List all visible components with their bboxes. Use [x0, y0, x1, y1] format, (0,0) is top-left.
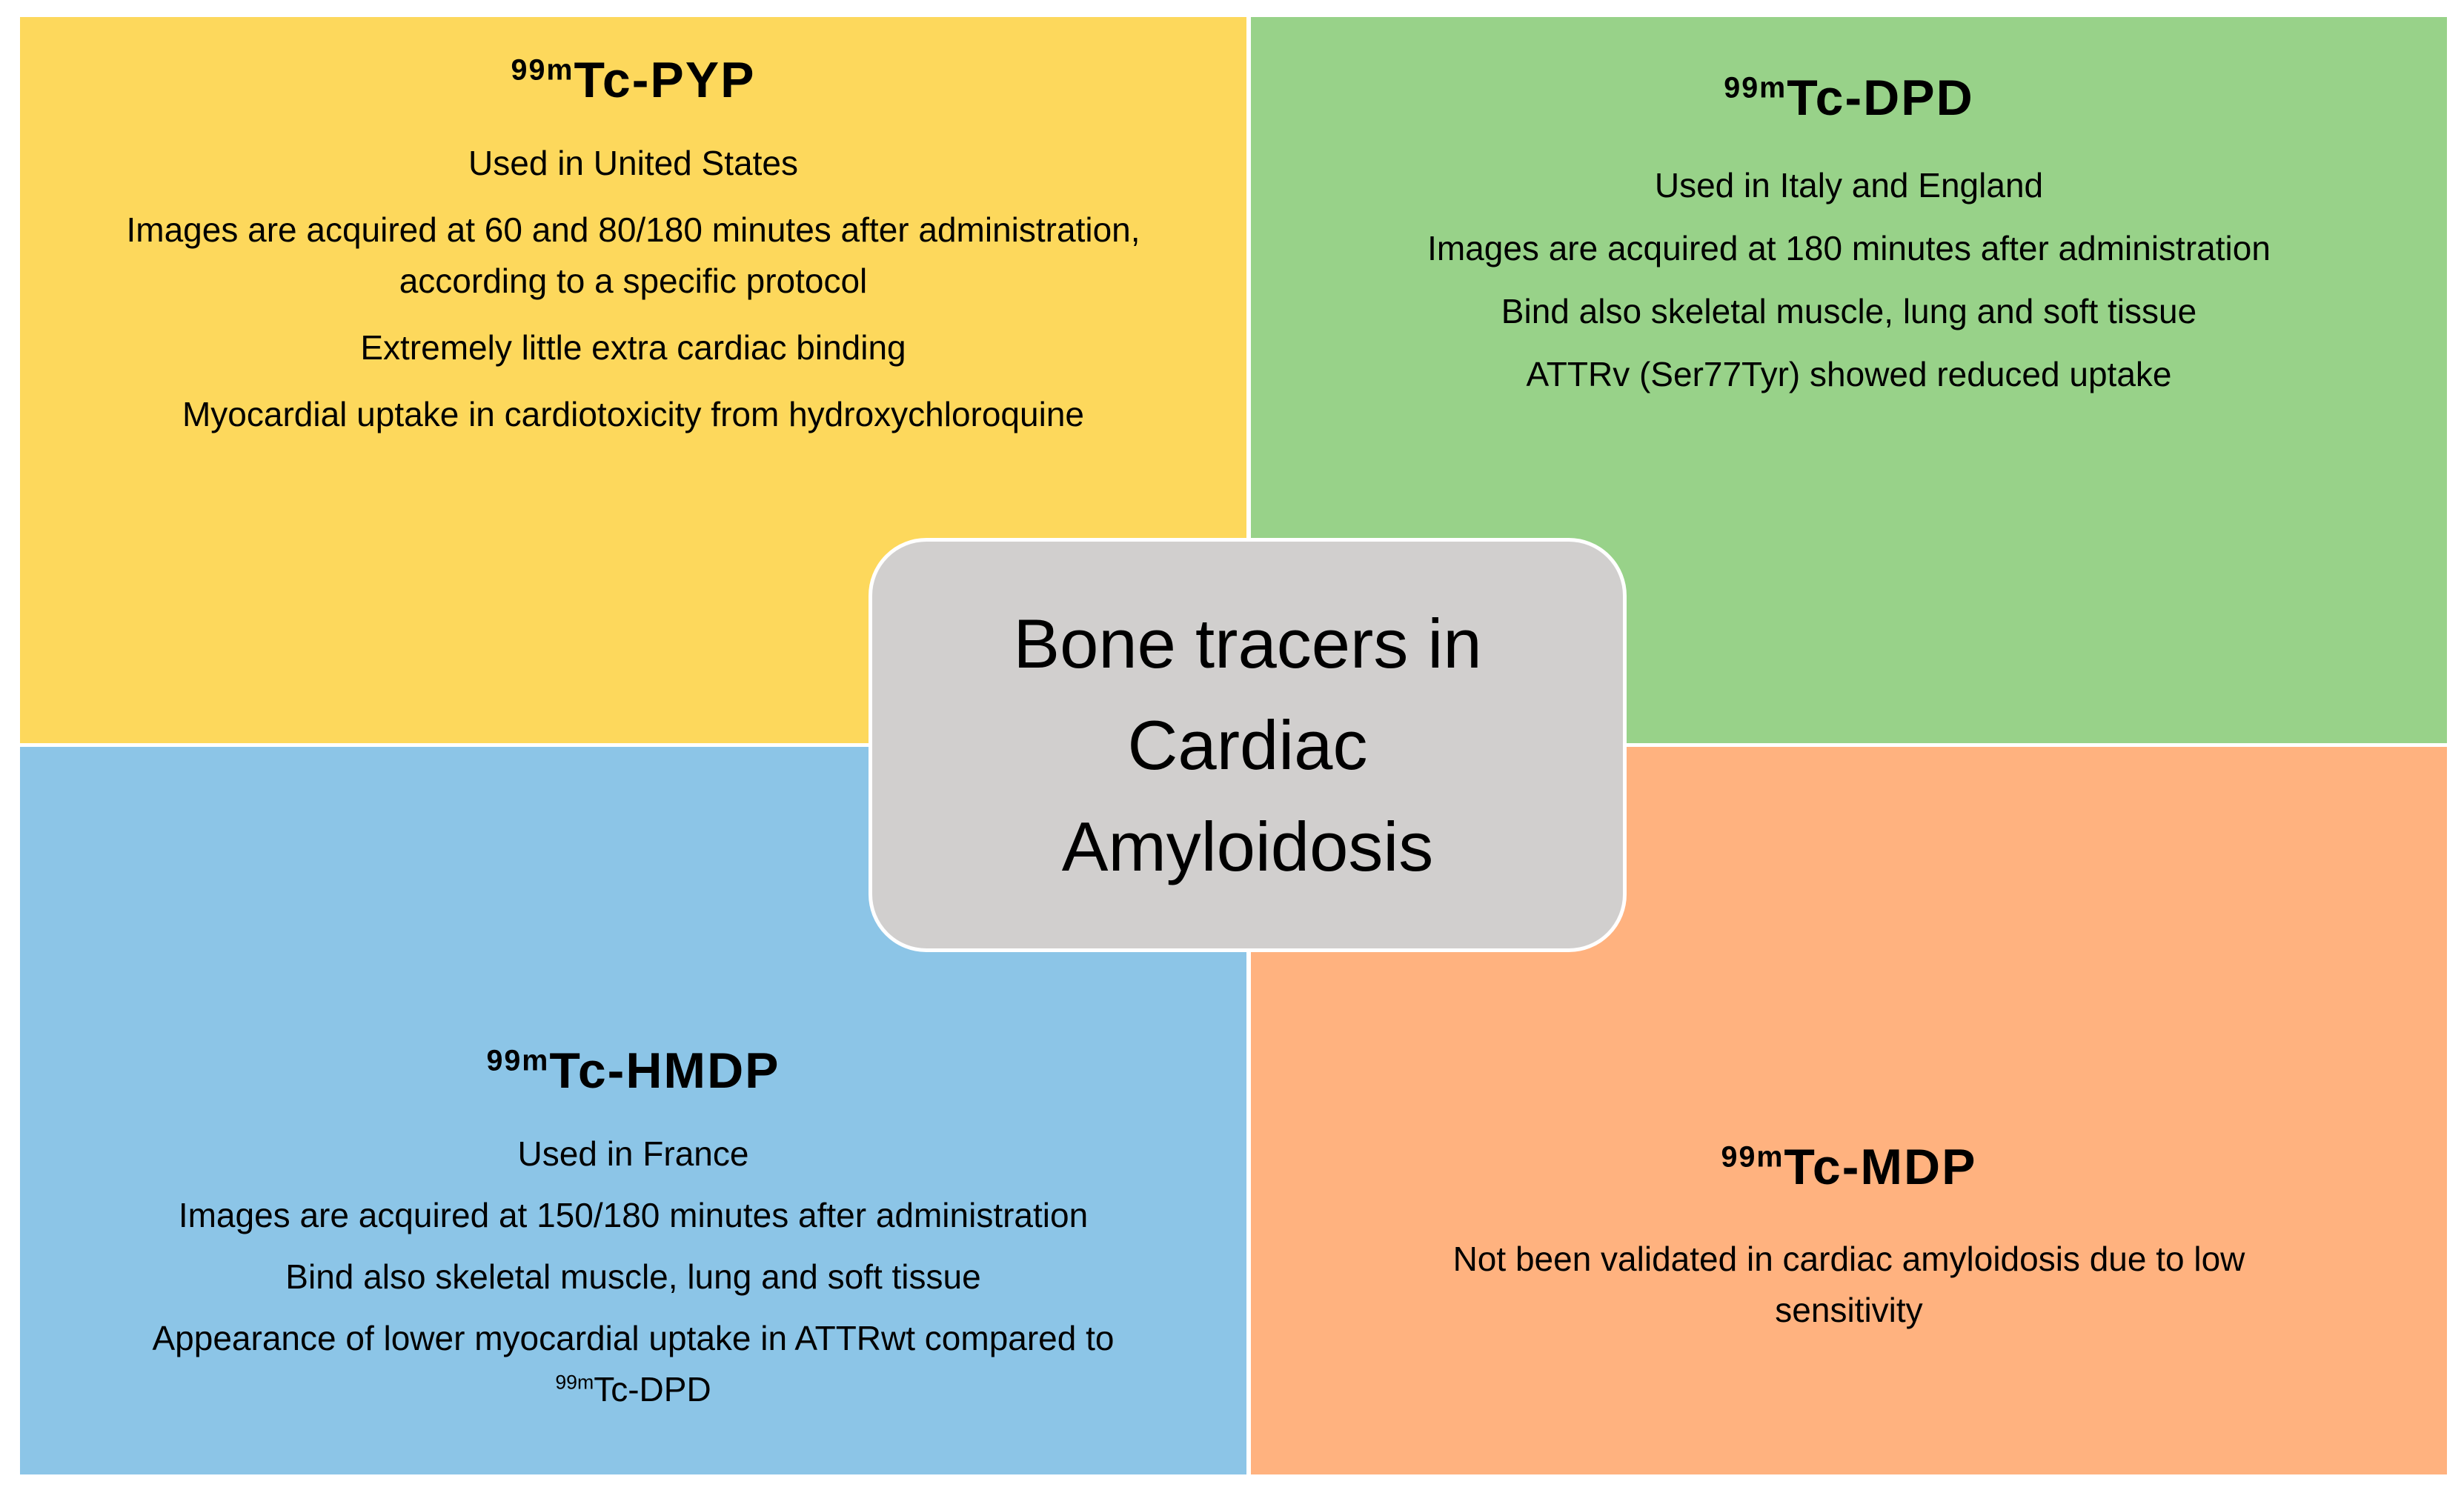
center-title-box: Bone tracers in Cardiac Amyloidosis: [869, 538, 1627, 952]
pyp-usage-line: Used in United States: [468, 144, 798, 182]
quadrant-tc-pyp: 99mTc-PYP Used in United States Images a…: [20, 17, 1246, 743]
quadrant-title-tc-hmdp: 99mTc-HMDP: [42, 1043, 1224, 1099]
quadrant-title-tc-pyp: 99mTc-PYP: [42, 53, 1224, 108]
hmdp-usage-line: Used in France: [517, 1134, 749, 1173]
tracer-name: Tc-PYP: [574, 52, 756, 108]
line-part-2: according to a specific protocol: [399, 262, 868, 300]
pyp-uptake-line: Myocardial uptake in cardiotoxicity from…: [182, 395, 1084, 433]
line-part-1: Images are acquired at 60 and 80/180 min…: [126, 210, 1140, 249]
quadrant-tc-hmdp: 99mTc-HMDP Used in France Images are acq…: [20, 747, 1246, 1474]
isotope-superscript: 99m: [486, 1044, 550, 1077]
quadrant-title-tc-mdp: 99mTc-MDP: [1273, 1140, 2425, 1195]
isotope-superscript: 99m: [1724, 71, 1787, 104]
diagram-title-line-3: Amyloidosis: [1061, 808, 1434, 885]
hmdp-binding-line: Bind also skeletal muscle, lung and soft…: [285, 1257, 981, 1296]
line-part-1: Appearance of lower myocardial uptake in…: [152, 1319, 1115, 1357]
diagram-title-line-1: Bone tracers in: [1013, 605, 1482, 682]
dpd-attrv-line: ATTRv (Ser77Tyr) showed reduced uptake: [1526, 355, 2172, 393]
pyp-binding-line: Extremely little extra cardiac binding: [360, 328, 906, 367]
line-part-2: Tc-DPD: [594, 1370, 711, 1409]
isotope-superscript: 99m: [555, 1371, 594, 1394]
line-part-2: sensitivity: [1775, 1291, 1923, 1329]
mdp-validation-line: Not been validated in cardiac amyloidosi…: [1273, 1234, 2425, 1336]
isotope-superscript: 99m: [511, 53, 574, 87]
dpd-acquisition-line: Images are acquired at 180 minutes after…: [1427, 229, 2271, 267]
line-part-1: Not been validated in cardiac amyloidosi…: [1452, 1240, 2245, 1278]
hmdp-acquisition-line: Images are acquired at 150/180 minutes a…: [178, 1196, 1089, 1234]
pyp-acquisition-line: Images are acquired at 60 and 80/180 min…: [42, 205, 1224, 307]
dpd-binding-line: Bind also skeletal muscle, lung and soft…: [1501, 292, 2197, 330]
isotope-superscript: 99m: [1721, 1140, 1784, 1174]
tracer-name: Tc-MDP: [1784, 1139, 1977, 1195]
hmdp-comparison-line: Appearance of lower myocardial uptake in…: [42, 1313, 1224, 1415]
tracer-name: Tc-HMDP: [549, 1043, 780, 1099]
tracer-name: Tc-DPD: [1787, 70, 1974, 126]
quadrant-title-tc-dpd: 99mTc-DPD: [1273, 70, 2425, 126]
diagram-title-line-2: Cardiac: [1127, 706, 1368, 784]
dpd-usage-line: Used in Italy and England: [1654, 166, 2044, 205]
